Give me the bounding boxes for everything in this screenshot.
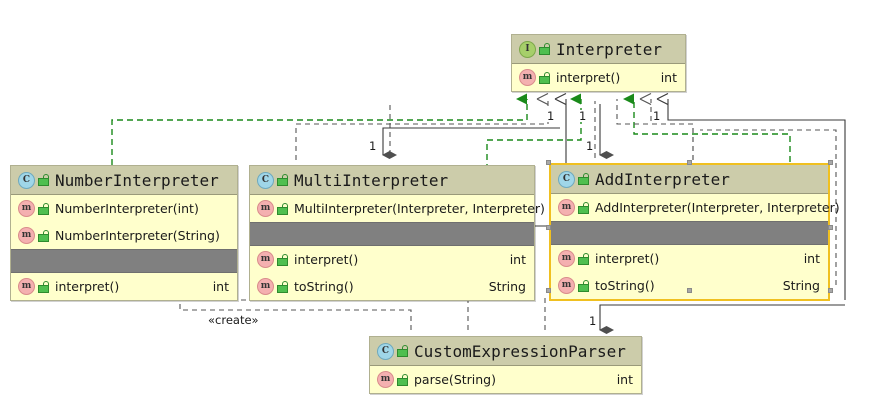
section-divider bbox=[551, 221, 828, 245]
class-header-custom-expression-parser[interactable]: C CustomExpressionParser bbox=[370, 337, 641, 366]
member-row[interactable]: m interpret() int bbox=[250, 246, 534, 273]
composition-parser[interactable] bbox=[599, 304, 845, 334]
member-row[interactable]: m NumberInterpreter(String) bbox=[11, 222, 237, 249]
class-header-add-interpreter[interactable]: C AddInterpreter bbox=[551, 165, 828, 194]
member-type: int bbox=[212, 279, 229, 294]
class-title-interpreter: Interpreter bbox=[556, 39, 662, 59]
member-name: interpret() bbox=[294, 252, 359, 267]
realization-number-interpreter[interactable] bbox=[111, 93, 528, 165]
section-divider bbox=[250, 222, 534, 246]
public-lock-icon bbox=[277, 280, 288, 293]
public-lock-icon bbox=[539, 71, 550, 84]
class-header-number-interpreter[interactable]: C NumberInterpreter bbox=[11, 166, 237, 195]
public-lock-icon bbox=[38, 174, 49, 186]
public-lock-icon bbox=[578, 173, 589, 185]
member-name: NumberInterpreter(int) bbox=[55, 201, 199, 216]
public-lock-icon bbox=[578, 252, 589, 265]
member-type: int bbox=[660, 70, 677, 85]
member-row[interactable]: m interpret() int bbox=[551, 245, 828, 272]
member-name: interpret() bbox=[595, 251, 660, 266]
method-icon: m bbox=[558, 250, 575, 267]
dependency-parser-right[interactable] bbox=[544, 297, 820, 330]
method-icon: m bbox=[18, 227, 35, 244]
member-row[interactable]: m AddInterpreter(Interpreter, Interprete… bbox=[551, 194, 840, 221]
class-box-number-interpreter[interactable]: C NumberInterpreter m NumberInterpreter(… bbox=[10, 165, 238, 301]
class-header-interpreter[interactable]: I Interpreter bbox=[512, 35, 685, 64]
association-multi-a[interactable] bbox=[295, 99, 549, 160]
class-title-multi-interpreter: MultiInterpreter bbox=[294, 170, 449, 190]
method-icon: m bbox=[257, 251, 274, 268]
multiplicity-label-6: 1 bbox=[588, 314, 598, 328]
member-name: AddInterpreter(Interpreter, Interpreter) bbox=[595, 200, 840, 215]
public-lock-icon bbox=[397, 373, 408, 386]
selection-handle-nw[interactable] bbox=[546, 160, 551, 165]
method-icon: m bbox=[18, 278, 35, 295]
class-header-multi-interpreter[interactable]: C MultiInterpreter bbox=[250, 166, 534, 195]
member-row[interactable]: m NumberInterpreter(int) bbox=[11, 195, 237, 222]
method-icon: m bbox=[257, 278, 274, 295]
class-box-multi-interpreter[interactable]: C MultiInterpreter m MultiInterpreter(In… bbox=[249, 165, 545, 301]
method-icon: m bbox=[558, 277, 575, 294]
class-icon: C bbox=[558, 170, 575, 188]
selection-handle-n[interactable] bbox=[687, 160, 692, 165]
member-name: MultiInterpreter(Interpreter, Interprete… bbox=[294, 201, 545, 216]
member-name: NumberInterpreter(String) bbox=[55, 228, 220, 243]
method-icon: m bbox=[257, 200, 274, 217]
class-title-number-interpreter: NumberInterpreter bbox=[55, 170, 219, 190]
multiplicity-label-2: 1 bbox=[578, 109, 588, 123]
public-lock-icon bbox=[277, 174, 288, 186]
member-type: int bbox=[803, 251, 820, 266]
public-lock-icon bbox=[539, 43, 550, 55]
public-lock-icon bbox=[277, 253, 288, 266]
method-icon: m bbox=[558, 199, 575, 216]
public-lock-icon bbox=[277, 202, 288, 215]
public-lock-icon bbox=[397, 345, 408, 357]
selection-handle-ne[interactable] bbox=[828, 160, 833, 165]
method-icon: m bbox=[377, 371, 394, 388]
member-row[interactable]: m MultiInterpreter(Interpreter, Interpre… bbox=[250, 195, 545, 222]
public-lock-icon bbox=[38, 229, 49, 242]
member-name: parse(String) bbox=[414, 372, 496, 387]
selection-handle-w[interactable] bbox=[546, 225, 551, 230]
interface-icon: I bbox=[519, 40, 536, 58]
class-icon: C bbox=[18, 171, 35, 189]
member-name: toString() bbox=[595, 278, 655, 293]
method-icon: m bbox=[18, 200, 35, 217]
class-title-custom-expression-parser: CustomExpressionParser bbox=[414, 341, 626, 361]
section-divider bbox=[11, 249, 237, 273]
multiplicity-label-1: 1 bbox=[546, 109, 556, 123]
selection-handle-s[interactable] bbox=[687, 288, 692, 293]
selection-handle-se[interactable] bbox=[828, 288, 833, 293]
member-name: toString() bbox=[294, 279, 354, 294]
create-stereotype-label: «create» bbox=[206, 313, 261, 327]
member-row[interactable]: m interpret() int bbox=[11, 273, 237, 300]
public-lock-icon bbox=[38, 280, 49, 293]
member-row[interactable]: m toString() String bbox=[250, 273, 534, 300]
class-title-add-interpreter: AddInterpreter bbox=[595, 169, 730, 189]
class-icon: C bbox=[257, 171, 274, 189]
multiplicity-label-5: 1 bbox=[585, 139, 595, 153]
class-box-interpreter[interactable]: I Interpreter m interpret() int bbox=[511, 34, 686, 92]
selection-handle-e[interactable] bbox=[828, 225, 833, 230]
public-lock-icon bbox=[578, 201, 589, 214]
composition-multi[interactable] bbox=[382, 127, 560, 159]
multiplicity-label-4: 1 bbox=[368, 139, 378, 153]
member-type: String bbox=[782, 278, 820, 293]
public-lock-icon bbox=[578, 279, 589, 292]
member-row[interactable]: m toString() String bbox=[551, 272, 828, 299]
member-type: int bbox=[509, 252, 526, 267]
multiplicity-label-3: 1 bbox=[652, 109, 662, 123]
public-lock-icon bbox=[38, 202, 49, 215]
class-icon: C bbox=[377, 342, 394, 360]
class-box-custom-expression-parser[interactable]: C CustomExpressionParser m parse(String)… bbox=[369, 336, 642, 394]
member-row[interactable]: m parse(String) int bbox=[370, 366, 641, 393]
method-icon: m bbox=[519, 69, 536, 86]
member-row[interactable]: m interpret() int bbox=[512, 64, 685, 91]
member-name: interpret() bbox=[556, 70, 621, 85]
member-type: int bbox=[616, 372, 633, 387]
class-box-add-interpreter[interactable]: C AddInterpreter m AddInterpreter(Interp… bbox=[549, 163, 840, 301]
selection-handle-sw[interactable] bbox=[546, 288, 551, 293]
member-type: String bbox=[488, 279, 526, 294]
member-name: interpret() bbox=[55, 279, 120, 294]
